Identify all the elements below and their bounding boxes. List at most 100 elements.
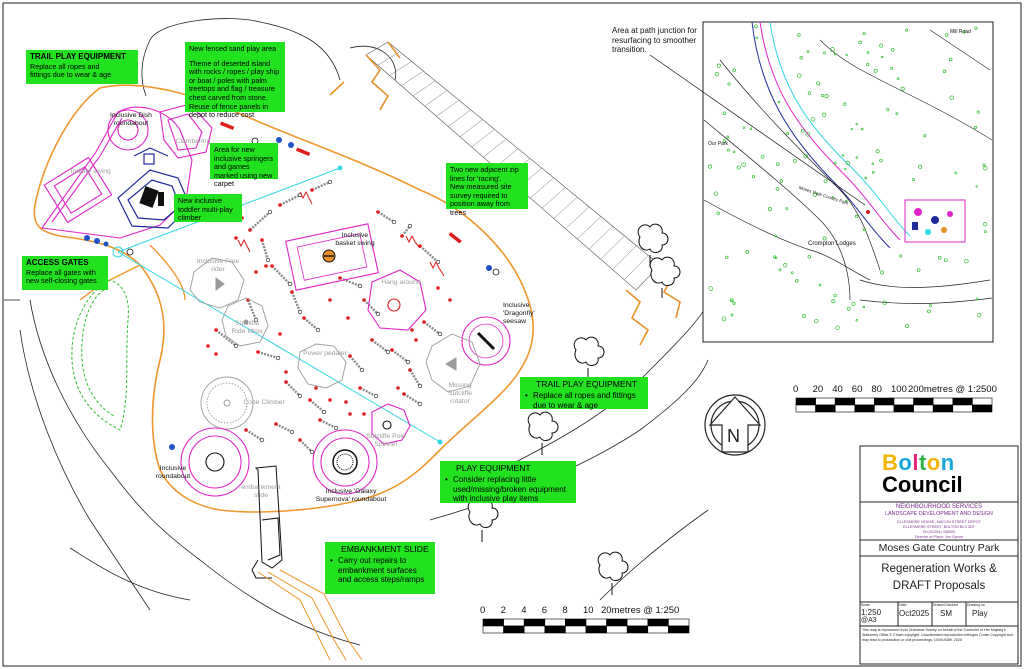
north-arrow: [704, 394, 766, 456]
note-trail-equipment-top: TRAIL PLAY EQUIPMENT Replace all ropes a…: [26, 50, 138, 84]
logo-letter: B: [882, 450, 899, 475]
tree-dot: [732, 150, 736, 154]
label-free-rider: Inclusive Free rider: [196, 258, 240, 273]
tree-dot: [722, 139, 727, 143]
trail-post: [310, 188, 314, 192]
hatch-line: [577, 216, 602, 240]
trail-post: [278, 203, 282, 207]
tree-dot: [730, 313, 734, 317]
hdr-scale: Scale: [861, 603, 870, 607]
tree-dot: [866, 51, 870, 54]
tree-dot: [880, 270, 885, 275]
scale-segment: [523, 618, 546, 627]
tree-dot: [855, 156, 859, 159]
trail-post: [328, 298, 332, 302]
trail-post: [274, 422, 278, 426]
trail-post: [422, 320, 426, 324]
logo-letter: n: [940, 450, 955, 475]
label-inclusive-roundabout: Inclusive roundabout: [155, 465, 191, 480]
scale-segment: [482, 618, 504, 627]
label-toddler-swing: Toddler swing: [69, 168, 111, 175]
scale-tick-label: 20: [812, 384, 824, 395]
trail-post: [402, 392, 406, 396]
note-embankment-slide: EMBANKMENT SLIDE Carry out repairs to em…: [325, 542, 435, 594]
trail-post: [253, 317, 259, 323]
tree-dot: [850, 127, 853, 131]
trail-post: [321, 409, 327, 415]
trail-bar: [371, 339, 389, 353]
address-line-2: ELLESMERE STREET, BOLTON BL3 3DT: [903, 525, 975, 529]
trail-post: [357, 283, 363, 289]
embankment-slide: [251, 465, 283, 579]
tree-dot: [795, 279, 799, 283]
note-title: EMBANKMENT SLIDE: [341, 544, 429, 554]
note-line: Theme of deserted island with rocks / ro…: [189, 58, 280, 120]
scale-value: 1:250: [861, 608, 882, 617]
note-line: Carry out repairs to embankment surfaces…: [329, 556, 431, 584]
label-dish-roundabout: Inclusive Dish roundabout: [110, 112, 152, 127]
scale-segment: [647, 625, 669, 634]
tree-dot: [713, 191, 718, 196]
scale-segment: [585, 618, 607, 627]
tree-dot: [927, 309, 931, 314]
tree-dot: [807, 91, 812, 95]
scale-segment: [913, 404, 934, 413]
slide-steps: [257, 569, 363, 661]
tree-dot: [776, 162, 780, 167]
tree-dot: [800, 128, 805, 133]
scale-tick-label: 80: [871, 384, 882, 395]
logo-letter: o: [898, 450, 913, 475]
scale-segment: [503, 618, 525, 627]
tree-dot: [899, 254, 903, 258]
scale-segment: [952, 404, 973, 413]
tree-dot: [745, 250, 750, 254]
scale-segment: [668, 618, 690, 627]
note-line: fittings due to wear & age: [30, 70, 112, 80]
scale-bar-small: [482, 618, 690, 634]
tree-dot: [806, 50, 810, 53]
tree-dot: [943, 258, 948, 263]
title-block-frame: [859, 445, 1019, 665]
trail-post: [348, 354, 352, 358]
label-dragonfly-seesaw: Inclusive 'Dragonfly' seesaw: [503, 302, 535, 325]
hatch-line: [565, 206, 590, 229]
tree-dot: [974, 26, 978, 30]
trail-post: [391, 219, 397, 225]
trail-post: [287, 281, 293, 287]
trail-post: [284, 370, 288, 374]
trail-bar: [319, 418, 337, 430]
trail-bar: [285, 381, 301, 397]
fence-repairs: [219, 121, 462, 244]
tree-dot: [864, 176, 868, 180]
scale-segment: [544, 618, 566, 627]
logo-letters: Bolton: [882, 450, 955, 475]
tree-dot: [976, 110, 980, 114]
trail-bar: [403, 392, 421, 406]
note-toddler-climber: New inclusive toddler multi-play climber: [174, 194, 242, 222]
tree-dot: [900, 86, 905, 91]
trail-bar: [339, 276, 361, 288]
tree-dot: [891, 48, 895, 52]
scale-tick-label: 0: [793, 384, 799, 395]
trail-bar: [290, 291, 302, 313]
tree-dot: [736, 165, 741, 170]
tree-dot: [845, 160, 850, 166]
scale-segment: [523, 625, 546, 634]
trail-post: [298, 438, 302, 442]
location-map-frame: [702, 21, 994, 343]
tree-dot: [749, 127, 753, 130]
hatch-line: [436, 99, 460, 117]
tree-dot: [716, 211, 720, 215]
scale-segment: [815, 397, 836, 406]
trail-post: [385, 349, 391, 355]
tree-dot: [775, 186, 780, 191]
inclusive-roundabout-area: [180, 427, 250, 497]
note-trail-equipment-right: TRAIL PLAY EQUIPMENT Replace all ropes a…: [520, 377, 648, 410]
label-embankment-slide: embankment slide: [241, 484, 281, 499]
trail-post: [362, 298, 366, 302]
tree-dot: [944, 33, 949, 37]
tree-dot: [875, 149, 880, 154]
tree-dot: [982, 163, 986, 167]
note-line: Replace all ropes and fittings due to we…: [524, 391, 644, 410]
tree-dot: [929, 304, 932, 308]
